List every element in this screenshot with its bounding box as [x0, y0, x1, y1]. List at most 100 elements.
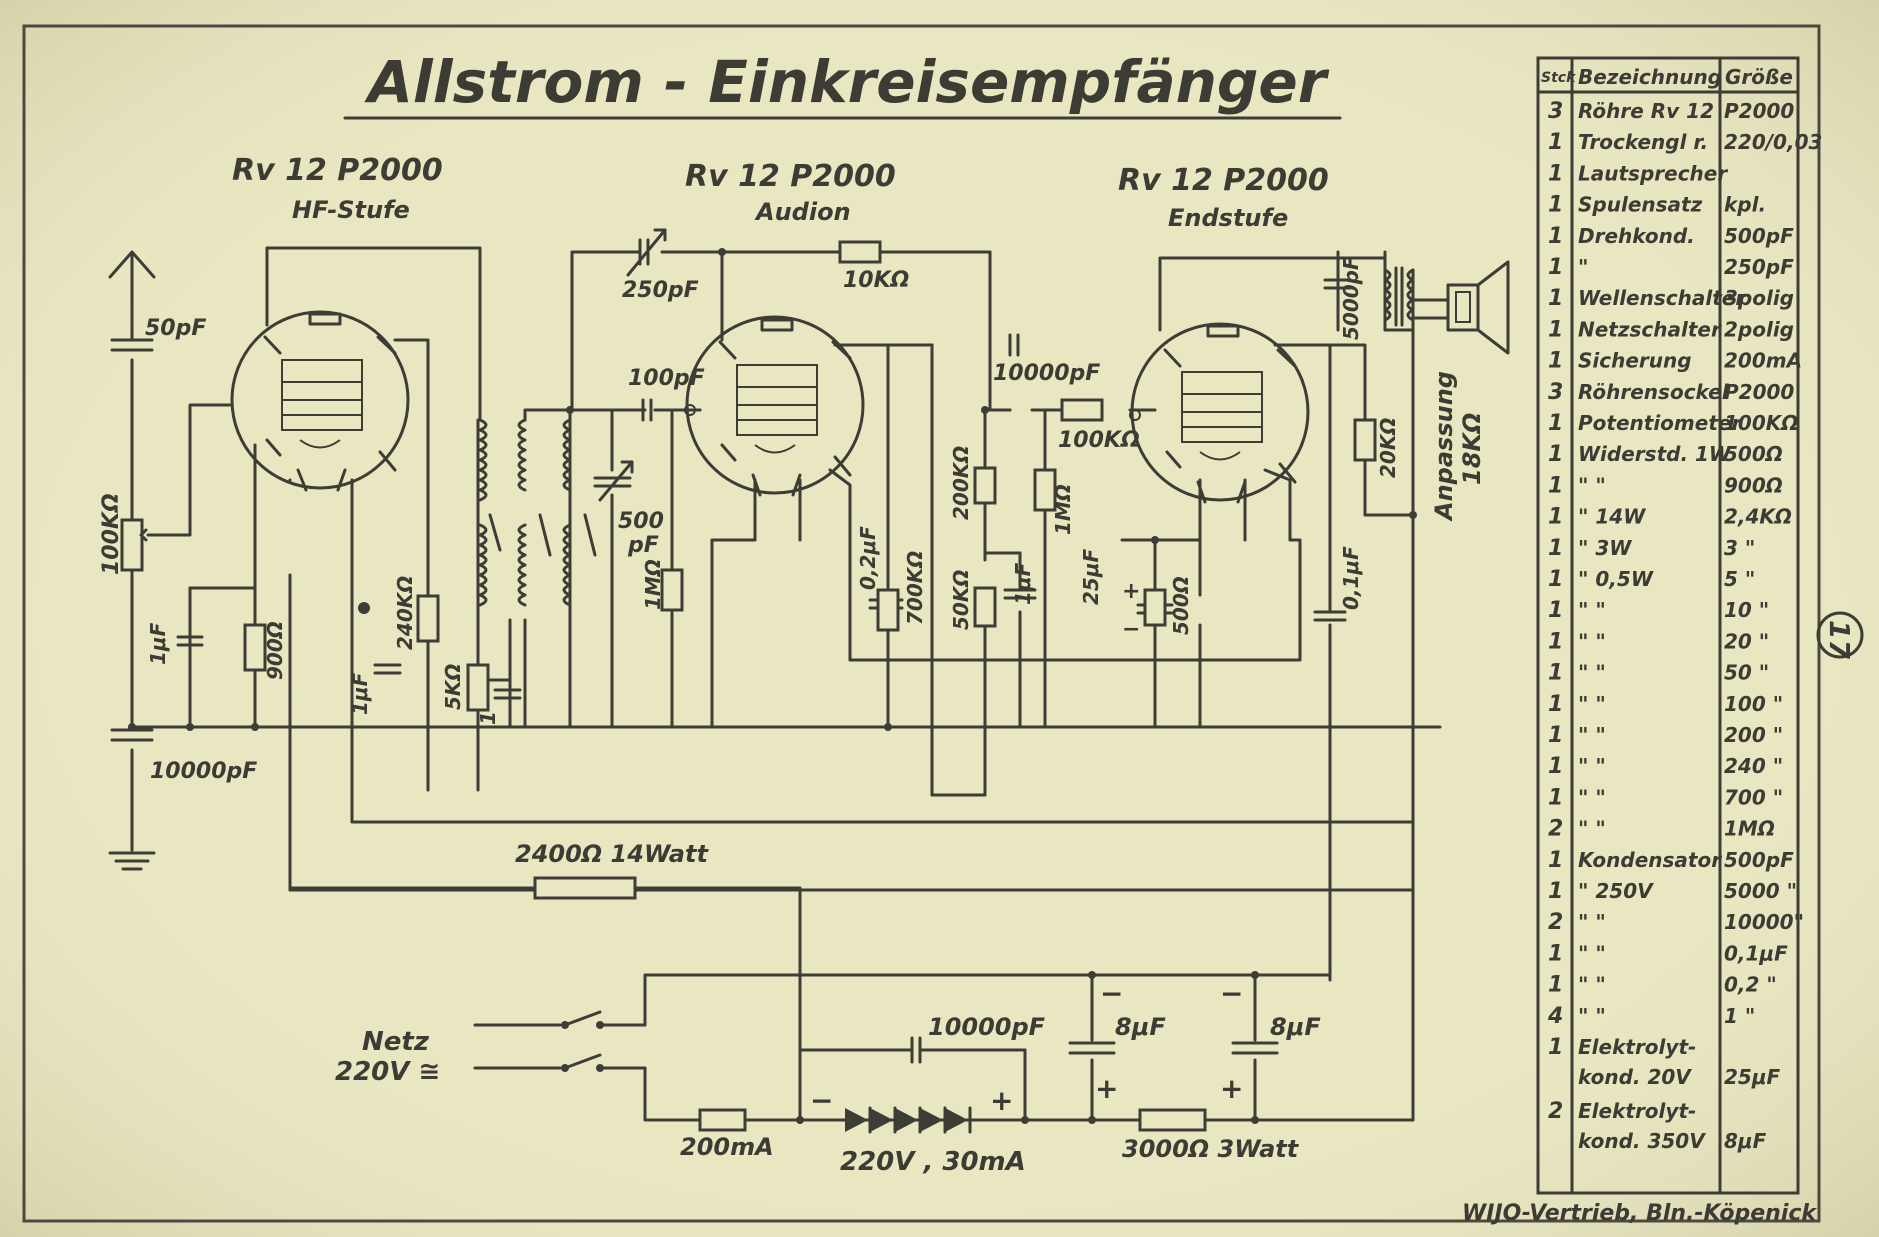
cell-bezeichnung: " " — [1578, 723, 1606, 747]
cell-bezeichnung: " " — [1578, 629, 1606, 653]
label-10000pf-coupling: 10000pF — [993, 361, 1100, 386]
label-5000pf: 5000pF — [1339, 256, 1363, 340]
component-labels: 50pF 100KΩ 1μF 900Ω 1μF 240KΩ 5KΩ 1 1000… — [99, 256, 1486, 1177]
cell-bezeichnung: " " — [1578, 692, 1606, 716]
cell-groesse: 5000 " — [1724, 879, 1797, 903]
label-200k: 200KΩ — [949, 446, 973, 520]
cell-stck: 1 — [1548, 286, 1563, 311]
cell-groesse: 8μF — [1724, 1129, 1767, 1153]
svg-text:Rv 12 P2000: Rv 12 P2000 — [232, 153, 443, 188]
cell-bezeichnung: Netzschalter — [1578, 317, 1722, 341]
cell-stck: 1 — [1548, 567, 1563, 592]
cell-bezeichnung: " 3W — [1578, 536, 1632, 560]
label-100pf: 100pF — [628, 366, 705, 391]
table-row: 1" "10 " — [1548, 598, 1769, 623]
label-25uf: 25μF — [1079, 548, 1103, 605]
cell-bezeichnung: " — [1578, 255, 1588, 279]
cell-stck: 1 — [1548, 442, 1563, 467]
tube-header-hf: Rv 12 P2000 HF-Stufe — [232, 153, 443, 224]
cell-bezeichnung: " " — [1578, 661, 1606, 685]
label-1-small: 1 — [476, 711, 500, 725]
cell-groesse: 200mA — [1724, 349, 1802, 373]
cell-bezeichnung: " " — [1578, 973, 1606, 997]
cell-groesse: 0,1μF — [1724, 941, 1788, 965]
speaker-icon — [1411, 260, 1510, 355]
output-transformer — [1383, 266, 1415, 327]
table-row: 2" "1MΩ — [1548, 817, 1775, 842]
footer-publisher: WIJO-Vertrieb, Bln.-Köpenick — [1462, 1201, 1817, 1226]
cell-bezeichnung: " " — [1578, 473, 1606, 497]
cell-bezeichnung: Elektrolyt- — [1578, 1035, 1696, 1059]
cell-groesse: 250pF — [1724, 255, 1794, 279]
table-header-groesse: Größe — [1725, 65, 1793, 89]
label-1uf-b: 1μF — [348, 672, 372, 715]
cell-bezeichnung: " " — [1578, 1004, 1606, 1028]
cell-bezeichnung: Wellenschalter — [1578, 286, 1746, 310]
table-row: 1 " " 0,2 " — [1548, 973, 1777, 998]
cell-groesse: 25μF — [1724, 1065, 1781, 1089]
cell-stck: 1 — [1548, 629, 1563, 654]
cell-bezeichnung: " " — [1578, 941, 1606, 965]
cell-stck: 1 — [1548, 255, 1563, 280]
cell-stck: 4 — [1547, 1004, 1563, 1029]
label-100k-pot: 100KΩ — [99, 493, 124, 575]
rectifier-stack — [843, 1106, 982, 1134]
label-20k: 20KΩ — [1376, 418, 1400, 478]
label-700k: 700KΩ — [903, 551, 927, 625]
junction-dots — [128, 248, 1417, 1124]
cell-stck: 1 — [1548, 973, 1563, 998]
label-minus-8b: − — [1220, 977, 1243, 1010]
cell-stck: 1 — [1548, 317, 1563, 342]
label-1m-a: 1MΩ — [641, 559, 665, 610]
page-border — [22, 24, 1821, 1223]
cell-groesse: P2000 — [1724, 380, 1794, 404]
cell-bezeichnung: " " — [1578, 598, 1606, 622]
label-100k: 100KΩ — [1058, 428, 1140, 453]
svg-text:Audion: Audion — [754, 198, 851, 226]
cell-groesse: 10000" — [1724, 910, 1804, 934]
cell-bezeichnung: Kondensator — [1578, 848, 1722, 872]
label-1uf-c: 1μF — [1011, 562, 1035, 605]
cell-groesse: 3 " — [1724, 536, 1755, 560]
table-row: 1" "200 " — [1548, 723, 1783, 748]
cell-groesse: kpl. — [1724, 193, 1766, 217]
label-rectifier: 220V , 30mA — [840, 1147, 1026, 1177]
table-row: 1" "700 " — [1548, 785, 1783, 810]
svg-text:17: 17 — [1823, 620, 1856, 659]
cell-stck: 1 — [1548, 848, 1563, 873]
cell-groesse: 0,2 " — [1724, 973, 1777, 997]
label-1uf-a: 1μF — [146, 622, 170, 665]
cell-groesse: 240 " — [1724, 754, 1783, 778]
label-1m-b: 1MΩ — [1051, 484, 1075, 535]
label-220v: 220V ≅ — [335, 1057, 440, 1087]
label-3000: 3000Ω 3Watt — [1122, 1135, 1300, 1163]
label-01uf: 0,1μF — [1339, 546, 1363, 610]
cell-stck: 3 — [1548, 380, 1563, 405]
label-8uf-b: 8μF — [1270, 1013, 1321, 1041]
cell-bezeichnung: Lautsprecher — [1578, 161, 1728, 185]
svg-text:HF-Stufe: HF-Stufe — [292, 196, 410, 224]
label-500r: 500Ω — [1169, 576, 1193, 635]
cell-stck: 1 — [1548, 473, 1563, 498]
label-plus-rect: + — [990, 1084, 1013, 1117]
cell-groesse: 500Ω — [1724, 442, 1783, 466]
cell-bezeichnung: Spulensatz — [1578, 193, 1703, 217]
cell-groesse: 200 " — [1724, 723, 1783, 747]
cell-bezeichnung: Röhre Rv 12 — [1578, 99, 1714, 123]
cell-stck: 2 — [1548, 910, 1563, 935]
tube-header-audion: Rv 12 P2000 Audion — [685, 159, 896, 226]
cell-groesse: 220/0,03 — [1724, 130, 1822, 154]
cell-groesse: 2polig — [1724, 317, 1794, 341]
tube-header-end: Rv 12 P2000 Endstufe — [1118, 163, 1329, 232]
cell-stck: 1 — [1548, 941, 1563, 966]
cell-stck: 1 — [1548, 505, 1563, 530]
cell-stck: 1 — [1548, 879, 1563, 904]
cell-stck: 1 — [1548, 754, 1563, 779]
cell-groesse: 1 " — [1724, 1004, 1755, 1028]
